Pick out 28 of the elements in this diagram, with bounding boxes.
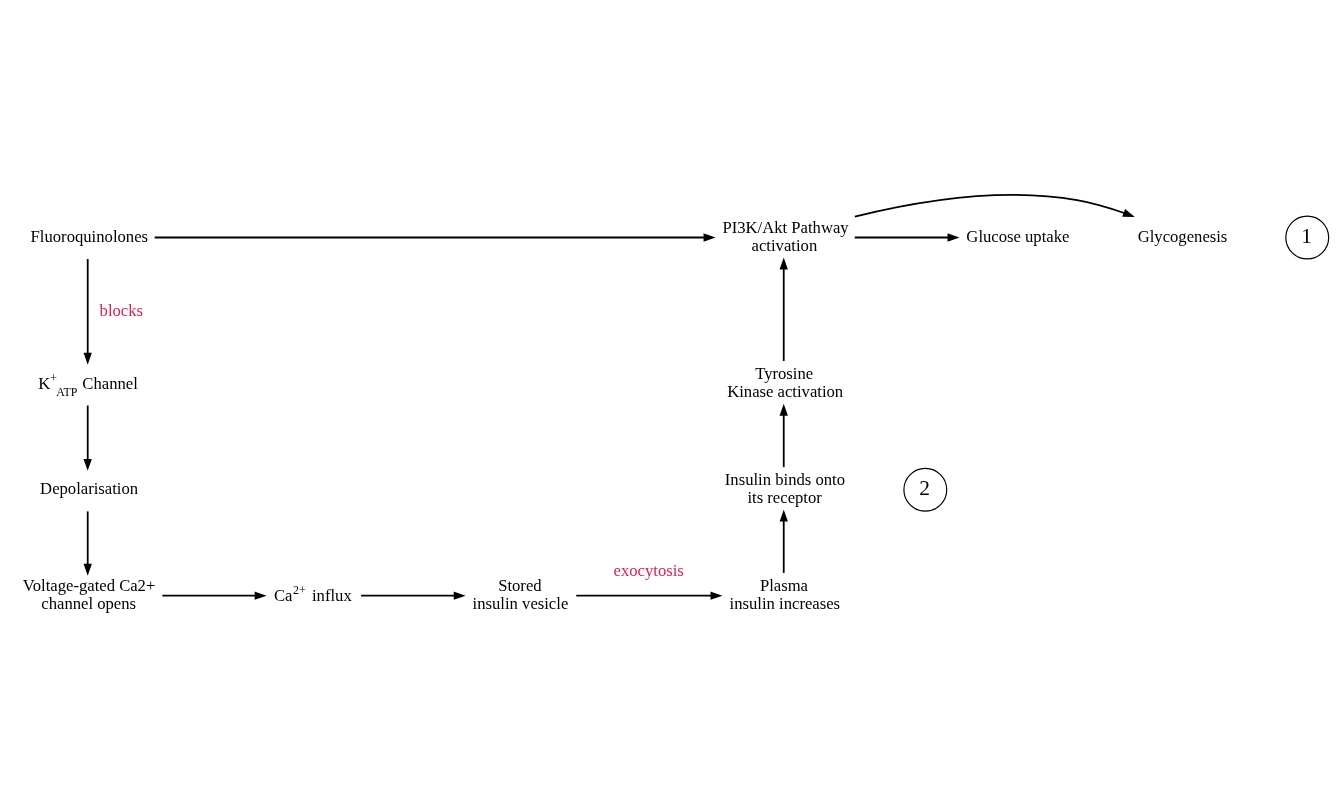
arrow	[83, 257, 92, 365]
arrow	[153, 232, 716, 242]
arrow	[779, 257, 788, 362]
arrow	[575, 590, 723, 600]
label: 1	[1301, 223, 1312, 248]
node-text: Glucose uptake	[966, 226, 1070, 246]
arrow	[360, 590, 466, 600]
node-text: Plasma insulin increases	[729, 575, 841, 613]
arrow	[779, 403, 788, 468]
node-text: K$^{+}$$_{ATP}$ Channel	[38, 370, 138, 399]
node-text: Fluoroquinolones	[30, 226, 149, 246]
node-text: Insulin binds onto its receptor	[724, 469, 846, 507]
node-text: Voltage-gated Ca2+ channel opens	[22, 575, 156, 613]
node-text: Depolarisation	[40, 478, 139, 498]
node-text: Glycogenesis	[1137, 226, 1228, 246]
edge-label: blocks	[99, 300, 144, 320]
node-text: PI3K/Akt Pathway activation	[722, 217, 849, 255]
arrow	[853, 232, 960, 242]
label: 2	[919, 475, 931, 500]
arrow	[779, 509, 788, 574]
node-text: Ca$^{2+}$ influx	[273, 582, 352, 605]
arrow	[83, 404, 92, 471]
arrow	[83, 510, 92, 576]
node-text: Tyrosine Kinase activation	[727, 363, 844, 401]
arrow	[853, 193, 1135, 217]
edge-label: exocytosis	[613, 560, 684, 580]
node-text: Stored insulin vesicle	[472, 575, 569, 613]
arrow	[161, 590, 267, 600]
